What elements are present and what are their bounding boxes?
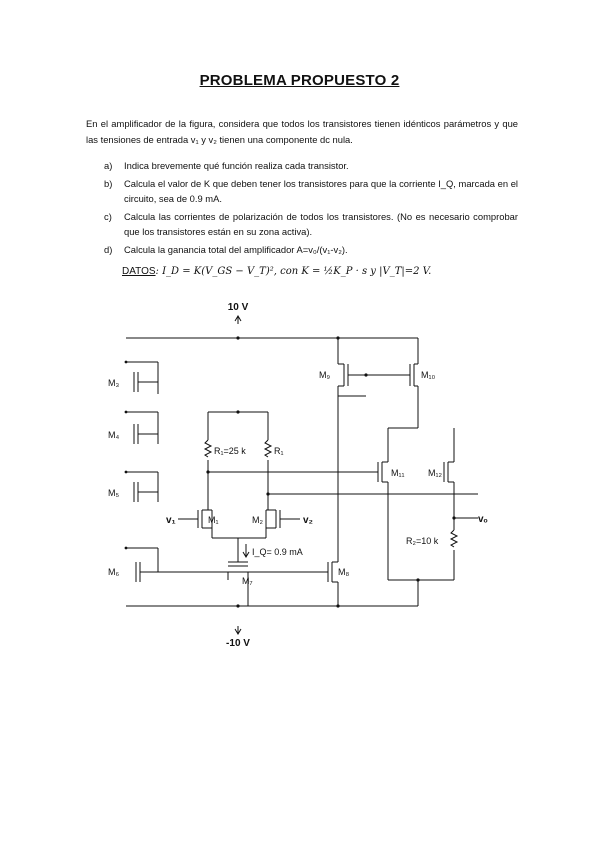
problem-statement: En el amplificador de la figura, conside… — [86, 118, 518, 145]
m5-transistor — [126, 471, 159, 502]
m4-transistor — [126, 411, 159, 444]
m6-label: M₆ — [108, 567, 119, 577]
question-marker: b) — [104, 177, 113, 189]
question-item: d) Calcula la ganancia total del amplific… — [104, 242, 518, 258]
m7-label: M₇ — [242, 576, 253, 586]
iq-label: I_Q= 0.9 mA — [252, 547, 303, 557]
r1-right-label: R₁ — [274, 446, 284, 456]
given-data: DATOS: I_D = K(V_GS − V_T)², con K = ½K_… — [122, 266, 431, 277]
m11-label: M₁₁ — [391, 468, 405, 478]
m3-transistor — [126, 361, 159, 394]
question-item: a) Indica brevemente qué función realiza … — [104, 158, 518, 174]
m12-label: M₁₂ — [428, 468, 443, 478]
page-title: PROBLEMA PROPUESTO 2 — [199, 72, 400, 89]
question-list: a) Indica brevemente qué función realiza … — [104, 158, 518, 259]
vss-label: -10 V — [226, 638, 250, 649]
m6-transistor — [126, 547, 328, 582]
question-item: c) Calcula las corrientes de polarización… — [104, 209, 518, 240]
m4-label: M₄ — [108, 430, 119, 440]
datos-label: DATOS — [122, 266, 156, 277]
vo-label: vₒ — [478, 514, 488, 525]
r1-left-label: R₁=25 k — [214, 446, 246, 456]
v1-label: v₁ — [166, 515, 176, 526]
v2-label: v₂ — [303, 515, 313, 526]
question-marker: a) — [104, 160, 113, 171]
m5-label: M₅ — [108, 488, 119, 498]
question-marker: c) — [104, 210, 112, 222]
m10-label: M₁₀ — [421, 370, 436, 380]
m2-label: M₂ — [252, 515, 263, 525]
m3-label: M₃ — [108, 378, 119, 388]
m1-label: M₁ — [208, 515, 219, 525]
datos-formula: : I_D = K(V_GS − V_T)², con K = ½K_P · s… — [155, 266, 432, 277]
m9-label: M₉ — [319, 370, 330, 380]
question-text: Calcula las corrientes de polarización d… — [124, 210, 518, 238]
m8-label: M₈ — [338, 567, 349, 577]
question-text: Calcula el valor de K que deben tener lo… — [124, 177, 518, 205]
question-item: b) Calcula el valor de K que deben tener … — [104, 176, 518, 207]
question-text: Indica brevemente qué función realiza ca… — [124, 160, 349, 171]
question-text: Calcula la ganancia total del amplificad… — [124, 243, 348, 255]
question-marker: d) — [104, 243, 113, 255]
vdd-label: 10 V — [228, 302, 249, 313]
r2-label: R₂=10 k — [406, 536, 439, 546]
